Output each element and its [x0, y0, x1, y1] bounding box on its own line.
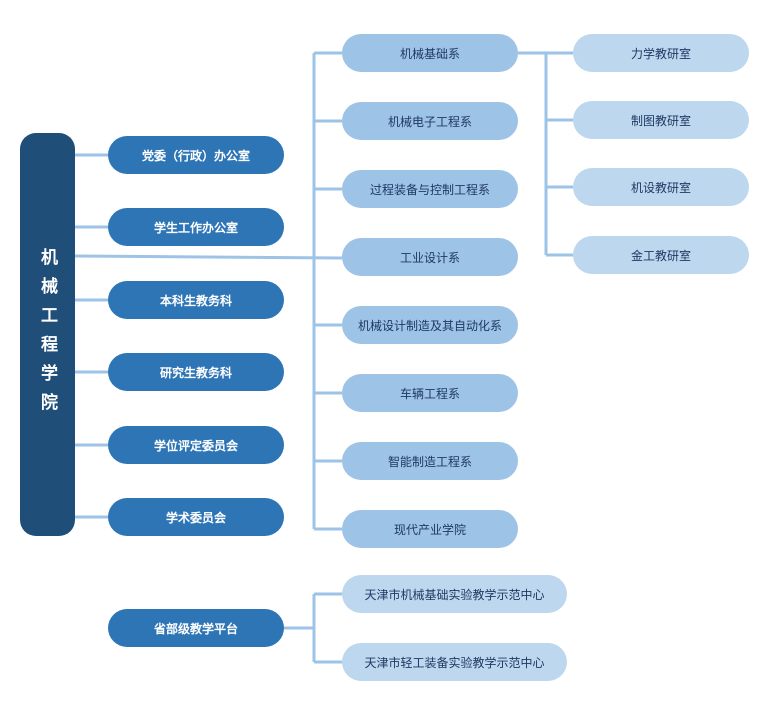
section-label: 制图教研室 — [630, 113, 691, 128]
admin-node: 学位评定委员会 — [108, 426, 284, 464]
root-node: 机械工程学院 — [20, 133, 75, 536]
admin-node: 学术委员会 — [108, 498, 284, 536]
root-label: 机械工程学院 — [37, 247, 57, 422]
department-label: 机械基础系 — [399, 46, 460, 61]
department-node: 机械基础系 — [342, 34, 518, 72]
admin-label: 本科生教务科 — [159, 293, 232, 308]
department-node: 机械设计制造及其自动化系 — [342, 306, 518, 344]
department-node: 智能制造工程系 — [342, 442, 518, 480]
department-label: 过程装备与控制工程系 — [369, 182, 490, 197]
department-node: 工业设计系 — [342, 238, 518, 276]
section-node: 金工教研室 — [573, 236, 749, 274]
department-node: 车辆工程系 — [342, 374, 518, 412]
center-node: 天津市轻工装备实验教学示范中心 — [342, 643, 567, 681]
department-label: 工业设计系 — [399, 250, 460, 265]
admin-node: 党委（行政）办公室 — [108, 136, 284, 174]
platform-node: 省部级教学平台 — [108, 609, 284, 647]
section-node: 机设教研室 — [573, 168, 749, 206]
department-node: 现代产业学院 — [342, 510, 518, 548]
section-label: 力学教研室 — [630, 46, 691, 61]
admin-label: 学术委员会 — [165, 510, 226, 525]
department-label: 智能制造工程系 — [387, 454, 472, 469]
department-label: 机械设计制造及其自动化系 — [357, 318, 502, 333]
department-label: 现代产业学院 — [393, 522, 466, 537]
admin-label: 学位评定委员会 — [153, 438, 238, 453]
admin-label: 研究生教务科 — [159, 365, 232, 380]
center-label: 天津市轻工装备实验教学示范中心 — [364, 655, 545, 670]
center-label: 天津市机械基础实验教学示范中心 — [364, 587, 545, 602]
center-node: 天津市机械基础实验教学示范中心 — [342, 575, 567, 613]
admin-node: 研究生教务科 — [108, 353, 284, 391]
section-node: 制图教研室 — [573, 101, 749, 139]
admin-label: 学生工作办公室 — [153, 220, 238, 235]
platform-label: 省部级教学平台 — [153, 621, 238, 636]
admin-node: 学生工作办公室 — [108, 208, 284, 246]
department-node: 机械电子工程系 — [342, 102, 518, 140]
department-label: 机械电子工程系 — [387, 114, 472, 129]
section-label: 金工教研室 — [630, 248, 691, 263]
department-label: 车辆工程系 — [399, 386, 460, 401]
department-node: 过程装备与控制工程系 — [342, 170, 518, 208]
admin-label: 党委（行政）办公室 — [141, 148, 250, 163]
admin-node: 本科生教务科 — [108, 281, 284, 319]
section-label: 机设教研室 — [630, 180, 691, 195]
section-node: 力学教研室 — [573, 34, 749, 72]
